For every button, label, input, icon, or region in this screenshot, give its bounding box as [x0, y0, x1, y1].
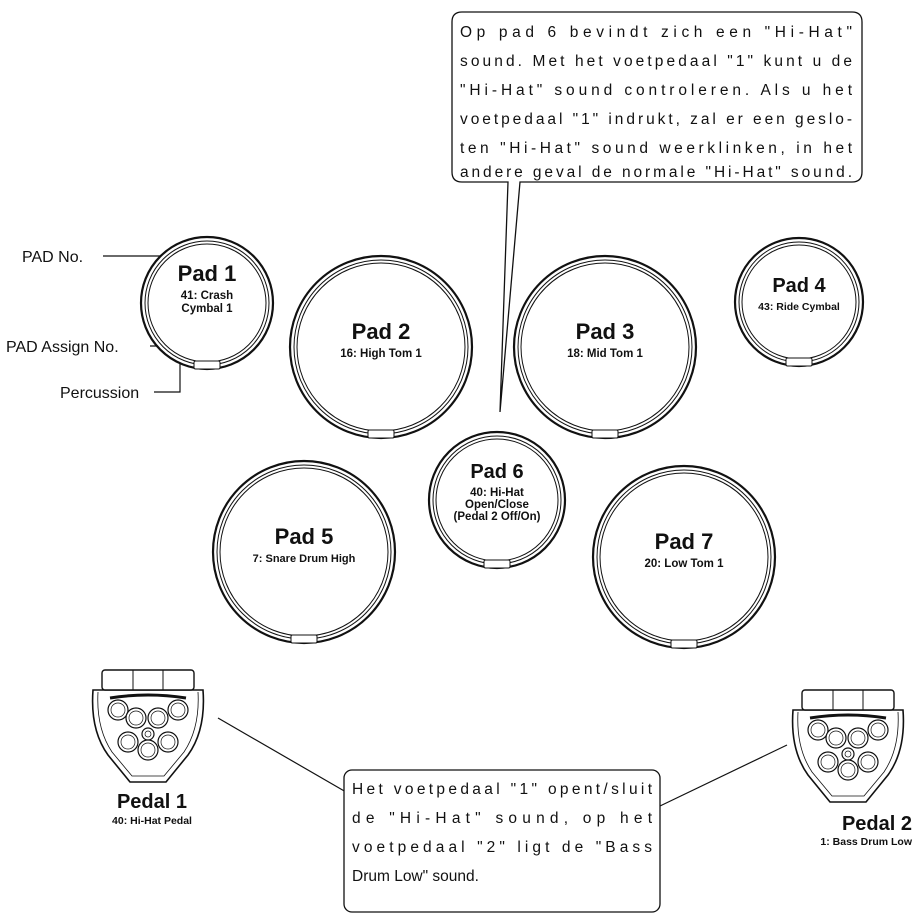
- pad-2: Pad 2 16: High Tom 1: [288, 254, 474, 440]
- bottom-callout: Het voetpedaal "1" opent/sluit de "Hi-Ha…: [217, 717, 788, 913]
- pad-5-drum-head: [219, 467, 389, 637]
- pedal-grip-hole-inner: [144, 730, 152, 738]
- pedal-grip-hole: [141, 727, 155, 741]
- pedal-grip-hole-inner: [840, 762, 856, 778]
- pedal-grip-hole-inner: [160, 734, 176, 750]
- pad-3-sensor-tab: [591, 429, 619, 439]
- pad-2-title: Pad 2: [352, 319, 411, 344]
- pad-4-assign-line: 43: Ride Cymbal: [758, 301, 840, 313]
- pedal-grip-hole-inner: [110, 702, 126, 718]
- pedal-top-bar: [809, 713, 887, 720]
- pad-1-assign-line: 41: Crash: [181, 290, 233, 302]
- pedal-grip-hole-inner: [810, 722, 826, 738]
- pad-2-drum-head: [296, 262, 466, 432]
- pad-7-title: Pad 7: [655, 529, 714, 554]
- top-callout-line-3: "Hi-Hat" sound controleren. Als u het: [460, 82, 853, 99]
- pad-6-title: Pad 6: [470, 461, 523, 483]
- pad-6-assign-line: 40: Hi-Hat: [470, 487, 524, 499]
- pad-3-drum-head: [520, 262, 690, 432]
- pedal-grip-hole-inner: [170, 702, 186, 718]
- pad-1-title: Pad 1: [178, 261, 237, 286]
- pedal-inner-edge: [797, 711, 899, 797]
- pad-3: Pad 3 18: Mid Tom 1: [512, 254, 698, 440]
- pad-4: Pad 4 43: Ride Cymbal: [733, 236, 865, 368]
- top-callout-line-1: Op pad 6 bevindt zich een "Hi-Hat": [460, 24, 852, 41]
- pad-1-sensor-tab: [193, 360, 221, 370]
- top-callout-line-2: sound. Met het voetpedaal "1" kunt u de: [460, 53, 852, 70]
- pad-7-sensor-tab: [670, 639, 698, 649]
- pedal-grip-hole-inner: [850, 730, 866, 746]
- pad-5: Pad 5 7: Snare Drum High: [211, 459, 397, 645]
- pad-1-assign-line: Cymbal 1: [181, 303, 233, 315]
- pedal-2-assign: 1: Bass Drum Low: [820, 836, 912, 848]
- pedal-1-title: Pedal 1: [117, 791, 187, 813]
- pedals: Pedal 1 40: Hi-Hat Pedal Pedal 21: Bass Dr…: [91, 669, 913, 848]
- pedal-inner-edge: [97, 691, 199, 777]
- pad-6-sensor-tab: [483, 559, 511, 569]
- top-callout-line-6: andere geval de normale "Hi-Hat" sound.: [460, 164, 852, 181]
- pedal-1-assign: 40: Hi-Hat Pedal: [112, 815, 192, 827]
- pedal-2-title: Pedal 2: [842, 813, 912, 835]
- pedal-grip-hole-inner: [128, 710, 144, 726]
- bottom-callout-line-1: Het voetpedaal "1" opent/sluit: [352, 781, 653, 798]
- pad-7-assign-line: 20: Low Tom 1: [644, 558, 724, 570]
- bottom-callout-line-3: voetpedaal "2" ligt de "Bass: [352, 839, 652, 856]
- bottom-callout-line-2: de "Hi-Hat" sound, op het: [352, 810, 653, 827]
- pedal-grip-hole-inner: [870, 722, 886, 738]
- pedal-1: Pedal 1 40: Hi-Hat Pedal: [91, 669, 205, 827]
- pedal-grip-hole-inner: [828, 730, 844, 746]
- pedal-grip-hole-inner: [140, 742, 156, 758]
- legend-percussion: Percussion: [60, 385, 139, 402]
- top-callout: Op pad 6 bevindt zich een "Hi-Hat" sound…: [451, 11, 863, 413]
- pedal-hinge: [101, 669, 195, 691]
- pad-3-assign-line: 18: Mid Tom 1: [567, 348, 643, 360]
- pad-3-title: Pad 3: [576, 319, 635, 344]
- pad-7: Pad 7 20: Low Tom 1: [591, 464, 777, 650]
- pedal-2: Pedal 21: Bass Drum Low: [791, 689, 913, 848]
- pad-5-assign-line: 7: Snare Drum High: [253, 553, 356, 565]
- pad-4-sensor-tab: [785, 357, 813, 367]
- pedal-top-bar: [109, 693, 187, 700]
- pedal-grip-hole-inner: [150, 710, 166, 726]
- pad-5-sensor-tab: [290, 634, 318, 644]
- legend-pad-no: PAD No.: [22, 249, 83, 266]
- pad-6-assign-line: Open/Close: [465, 499, 529, 511]
- pad-5-title: Pad 5: [275, 524, 334, 549]
- pedal-grip-hole-inner: [820, 754, 836, 770]
- pedal-grip-hole-inner: [844, 750, 852, 758]
- pad-6-assign-line: (Pedal 2 Off/On): [454, 511, 541, 523]
- pad-7-drum-head: [599, 472, 769, 642]
- pedal-grip-hole-inner: [120, 734, 136, 750]
- bottom-callout-line-4: Drum Low" sound.: [352, 868, 479, 885]
- legend-pad-assign-no: PAD Assign No.: [6, 339, 119, 356]
- pad-2-sensor-tab: [367, 429, 395, 439]
- pedal-hinge: [801, 689, 895, 711]
- pad-2-assign-line: 16: High Tom 1: [340, 348, 422, 360]
- pad-4-title: Pad 4: [772, 275, 826, 297]
- pedal-grip-hole-inner: [860, 754, 876, 770]
- pedal-grip-hole: [841, 747, 855, 761]
